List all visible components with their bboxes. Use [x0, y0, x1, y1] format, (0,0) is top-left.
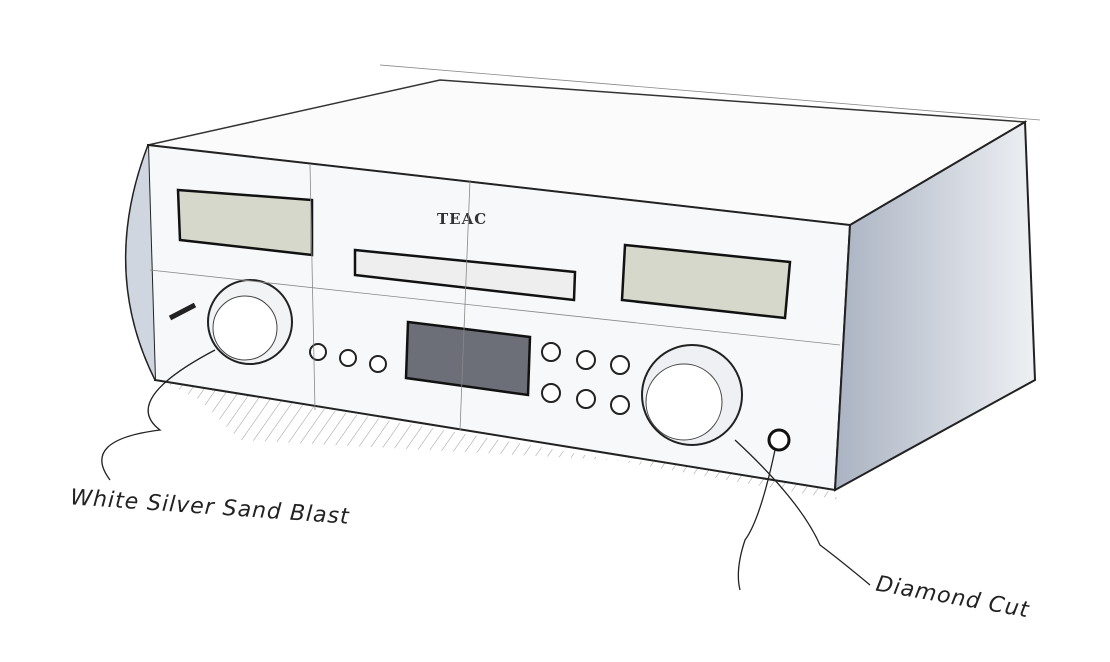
left-curve — [124, 144, 156, 381]
right-meter — [620, 243, 792, 320]
display-window — [404, 320, 532, 397]
brand-logo: TEAC — [437, 210, 487, 228]
toggle-switch — [168, 302, 197, 321]
headphone-jack — [767, 428, 791, 452]
disc-slot — [353, 248, 577, 302]
buttons — [309, 342, 630, 415]
side-panel — [833, 120, 1037, 492]
floor-shadow — [160, 380, 840, 500]
